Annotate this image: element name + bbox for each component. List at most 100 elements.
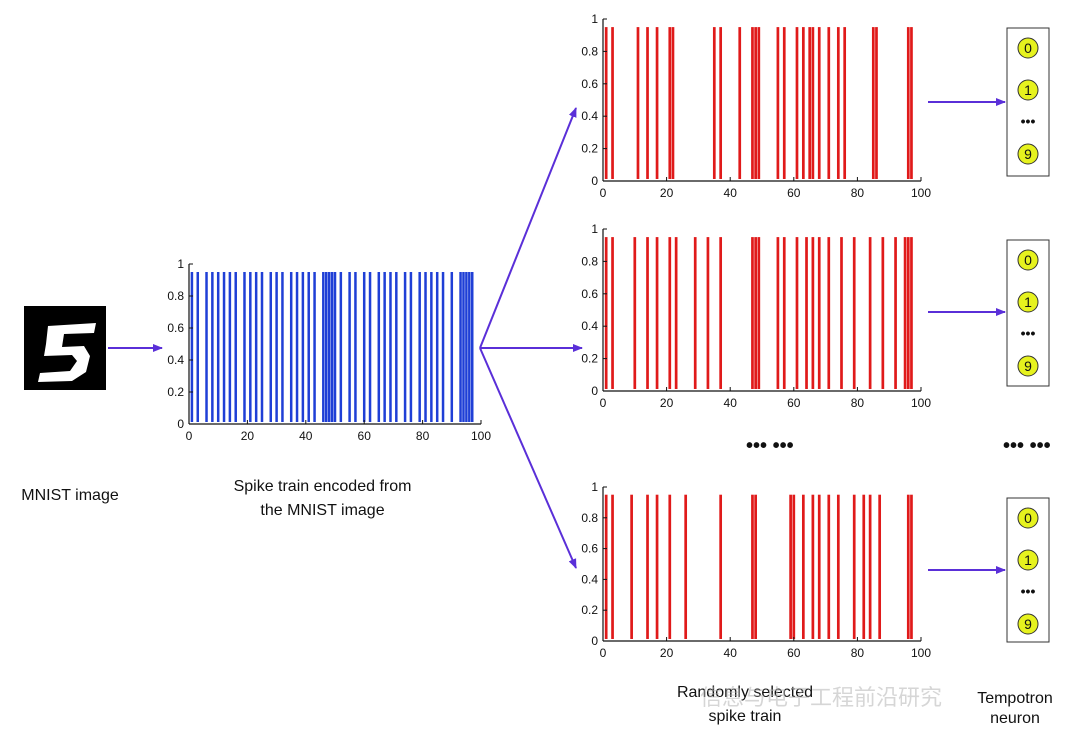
spike-bar	[668, 494, 672, 639]
y-tick-label: 0.4	[581, 319, 598, 333]
spike-bar	[655, 27, 659, 179]
neuron-circle	[1017, 143, 1039, 165]
arrow-to-selected-1	[479, 107, 577, 349]
chart-ellipsis: ••• •••	[746, 435, 794, 457]
x-tick-label: 40	[299, 429, 313, 443]
spike-bar	[301, 272, 305, 422]
mnist-image-label: MNIST image	[21, 487, 119, 504]
mnist-digit-image	[24, 306, 106, 390]
spike-bar	[868, 494, 872, 639]
y-tick-label: 0.2	[581, 352, 598, 366]
neuron-circle	[1017, 507, 1039, 529]
y-tick-label: 0.2	[581, 603, 598, 617]
spike-bar	[811, 237, 815, 389]
spike-bar	[389, 272, 392, 422]
neuron-label-line2: neuron	[990, 710, 1040, 727]
spike-bar	[719, 27, 723, 179]
spike-bar	[205, 272, 208, 422]
x-tick-label: 40	[724, 396, 738, 410]
neuron-circle	[1017, 355, 1039, 377]
selected-label-line1: Randomly selected	[676, 684, 814, 701]
neuron-circle	[1017, 549, 1039, 571]
neuron-ellipsis-dots: •••	[1021, 113, 1036, 129]
spike-bar	[906, 237, 910, 389]
spike-bar	[395, 272, 398, 422]
spike-bar	[339, 272, 343, 422]
y-tick-label: 0.6	[581, 542, 598, 556]
x-tick-label: 20	[660, 646, 674, 660]
spike-bar	[418, 272, 421, 422]
spike-bar	[289, 272, 293, 422]
spike-bar	[459, 272, 462, 422]
spike-bar	[910, 27, 913, 179]
y-tick-label: 1	[177, 257, 184, 271]
spike-bar	[671, 27, 675, 179]
spike-bar	[878, 494, 882, 639]
spike-bar	[852, 494, 856, 639]
spike-bar	[435, 272, 439, 422]
neuron-number: 0	[1024, 252, 1032, 268]
spike-bar	[611, 494, 614, 639]
x-tick-label: 60	[358, 429, 372, 443]
spike-bar	[836, 27, 840, 179]
spike-bar	[646, 494, 649, 639]
spike-bar	[465, 272, 468, 422]
watermark-text: 信息与电子工程前沿研究	[700, 686, 943, 711]
y-tick-label: 0.6	[581, 287, 598, 301]
spike-bar	[216, 272, 220, 422]
neuron-number: 9	[1024, 358, 1032, 374]
x-tick-label: 60	[787, 646, 801, 660]
spike-bar	[827, 494, 831, 639]
x-tick-label: 100	[911, 186, 931, 200]
spike-bar	[684, 494, 688, 639]
y-tick-label: 0.8	[167, 289, 184, 303]
neuron-number: 9	[1024, 146, 1032, 162]
spike-bar	[795, 237, 799, 389]
spike-bar	[668, 27, 672, 179]
x-tick-label: 60	[787, 396, 801, 410]
spike-bar	[795, 27, 799, 179]
spike-bar	[754, 237, 757, 389]
tempotron-neuron-box-1: 01•••9	[1006, 27, 1050, 177]
spike-bar	[852, 237, 856, 389]
spike-bar	[782, 27, 786, 179]
spike-bar	[776, 27, 780, 179]
spike-bar	[754, 27, 757, 179]
y-tick-label: 0	[591, 384, 598, 398]
y-tick-label: 0	[591, 634, 598, 648]
spike-bar	[211, 272, 214, 422]
spike-bar	[817, 27, 821, 179]
spike-bar	[738, 27, 742, 179]
spike-bar	[655, 237, 659, 389]
spike-bar	[228, 272, 232, 422]
y-tick-label: 0.2	[167, 385, 184, 399]
arrow-to-selected-3	[479, 347, 577, 569]
spike-bar	[243, 272, 246, 422]
spike-bar	[655, 494, 659, 639]
spike-bar	[757, 27, 761, 179]
encoded-label-line2: the MNIST image	[260, 502, 385, 519]
y-tick-label: 0	[591, 174, 598, 188]
spike-bar	[782, 237, 786, 389]
x-tick-label: 60	[787, 186, 801, 200]
y-tick-label: 0.8	[581, 511, 598, 525]
spike-bar	[322, 272, 325, 422]
encoded-label-line1: Spike train encoded from	[233, 478, 412, 495]
y-tick-label: 1	[591, 12, 598, 26]
spike-bar	[801, 494, 805, 639]
spike-bar	[470, 272, 474, 422]
spike-bar	[805, 237, 808, 389]
y-tick-label: 0.6	[167, 321, 184, 335]
spike-bar	[903, 237, 907, 389]
x-tick-label: 0	[600, 396, 607, 410]
spike-bar	[249, 272, 252, 422]
y-tick-label: 0.6	[581, 77, 598, 91]
spike-bar	[611, 27, 614, 179]
spike-bar	[910, 494, 913, 639]
neuron-ellipsis-dots: •••	[1021, 325, 1036, 341]
spike-bar	[234, 272, 237, 422]
spike-bar	[646, 27, 649, 179]
